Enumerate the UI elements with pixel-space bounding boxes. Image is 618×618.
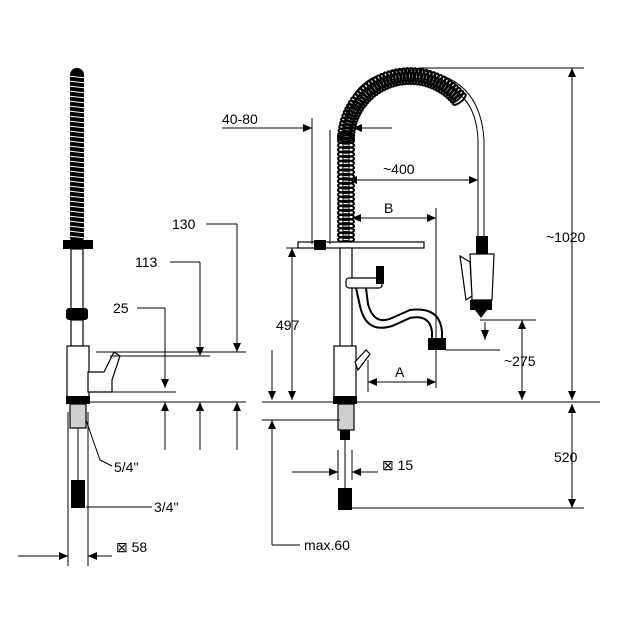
side-view-shank [69, 403, 87, 429]
dim-a-label: A [395, 364, 405, 380]
side-view-riser [70, 248, 84, 310]
dim-130-label: 130 [172, 216, 196, 232]
front-view-connector [338, 488, 352, 510]
front-view-faucet [297, 67, 495, 510]
front-view-base [333, 396, 357, 404]
front-view-dimensions [222, 67, 600, 546]
spray-head-collar [476, 236, 488, 254]
side-view-connector [71, 480, 85, 508]
side-view-lower-tube [70, 319, 84, 347]
side-view-faucet [63, 68, 121, 508]
front-view-nut [340, 430, 350, 440]
side-view-joint [66, 308, 88, 320]
height-1020-label: ~1020 [546, 229, 586, 245]
dim-113-label: 113 [135, 254, 158, 270]
spray-head-nozzle [470, 300, 492, 310]
reach-400-label: ~400 [383, 161, 415, 177]
height-497-label: 497 [276, 317, 300, 333]
side-view-body [66, 345, 90, 399]
thread-5-4-label: 5/4" [114, 459, 138, 475]
spray-head-tip [475, 310, 487, 318]
swivel-valve-knob [376, 266, 384, 284]
dim-25-label: 25 [113, 300, 129, 316]
spray-head-trigger [459, 254, 473, 302]
front-view-body [333, 345, 357, 399]
front-view-riser [339, 247, 353, 349]
width-15-label: ⊠ 15 [382, 457, 413, 473]
swivel-spout-outer [355, 287, 433, 342]
max-60-label: max.60 [304, 537, 350, 553]
side-view-base [66, 396, 90, 404]
side-view-dimensions [18, 223, 246, 566]
depth-520-label: 520 [554, 449, 578, 465]
front-view-shank [337, 403, 355, 431]
spray-hook-bar [297, 241, 425, 249]
dim-b-label: B [384, 200, 393, 216]
height-275-label: ~275 [504, 353, 536, 369]
width-58-label: ⊠ 58 [116, 539, 147, 555]
spray-hook-clip [314, 240, 326, 250]
side-view-lever [87, 351, 121, 393]
gooseneck-spring-coil [337, 67, 467, 248]
side-view-coil-rings [67, 75, 87, 239]
reach-40-80-label: 40-80 [222, 111, 258, 127]
swivel-spout-inner [365, 287, 443, 342]
thread-3-4-label: 3/4" [154, 499, 178, 515]
swivel-spout-aerator [428, 338, 446, 350]
front-view-lever [354, 349, 371, 372]
spray-head-body [469, 253, 495, 301]
side-view-collar [63, 240, 93, 249]
